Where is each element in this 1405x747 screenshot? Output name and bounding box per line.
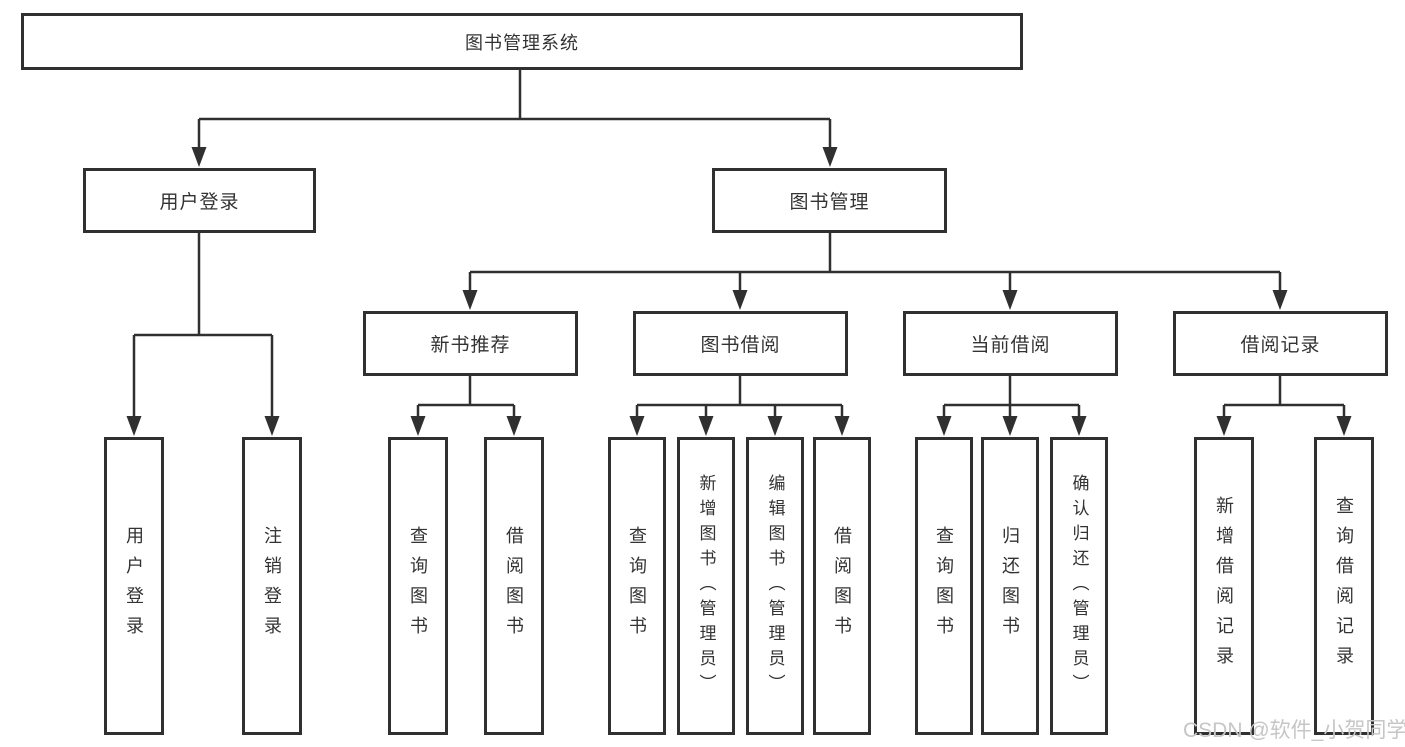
- connector-lines: [132, 70, 1346, 417]
- leaf-bb-add-book-admin-label: 新增图书（管理员）: [696, 473, 716, 699]
- leaf-cb-query-books-label: 查询图书: [934, 526, 954, 646]
- node-current-borrow: 当前借阅: [903, 311, 1118, 376]
- node-library-system: 图书管理系统: [21, 13, 1023, 70]
- leaf-bb-add-book-admin: 新增图书（管理员）: [677, 437, 735, 735]
- leaf-nb-query-books: 查询图书: [388, 437, 448, 735]
- leaf-cb-confirm-return-admin: 确认归还（管理员）: [1050, 437, 1108, 735]
- leaf-cb-query-books: 查询图书: [915, 437, 973, 735]
- leaf-br-add-record-label: 新增借阅记录: [1214, 496, 1234, 676]
- leaf-nb-query-books-label: 查询图书: [408, 526, 428, 646]
- node-new-book-recommend: 新书推荐: [363, 311, 578, 376]
- node-borrow-records: 借阅记录: [1173, 311, 1388, 376]
- leaf-nb-borrow-books: 借阅图书: [484, 437, 544, 735]
- leaf-bb-query-books-label: 查询图书: [627, 526, 647, 646]
- node-book-borrow: 图书借阅: [633, 311, 848, 376]
- leaf-br-query-record: 查询借阅记录: [1314, 437, 1374, 735]
- arrowheads: [126, 147, 1352, 436]
- leaf-bb-borrow-books: 借阅图书: [813, 437, 871, 735]
- leaf-bb-edit-book-admin-label: 编辑图书（管理员）: [765, 473, 785, 699]
- csdn-watermark: CSDN @软件_小贺同学: [1183, 719, 1405, 742]
- leaf-user-login: 用户登录: [104, 437, 164, 735]
- leaf-bb-query-books: 查询图书: [608, 437, 666, 735]
- leaf-nb-borrow-books-label: 借阅图书: [504, 526, 524, 646]
- leaf-cb-confirm-return-admin-label: 确认归还（管理员）: [1069, 473, 1089, 699]
- node-user-login: 用户登录: [83, 168, 316, 233]
- leaf-br-query-record-label: 查询借阅记录: [1334, 496, 1354, 676]
- leaf-bb-borrow-books-label: 借阅图书: [832, 526, 852, 646]
- leaf-cb-return-book-label: 归还图书: [1000, 526, 1020, 646]
- leaf-logout: 注销登录: [242, 437, 302, 735]
- leaf-user-login-label: 用户登录: [124, 526, 144, 646]
- leaf-br-add-record: 新增借阅记录: [1194, 437, 1254, 735]
- leaf-logout-label: 注销登录: [262, 526, 282, 646]
- leaf-cb-return-book: 归还图书: [981, 437, 1039, 735]
- leaf-bb-edit-book-admin: 编辑图书（管理员）: [746, 437, 804, 735]
- node-book-management: 图书管理: [712, 168, 947, 233]
